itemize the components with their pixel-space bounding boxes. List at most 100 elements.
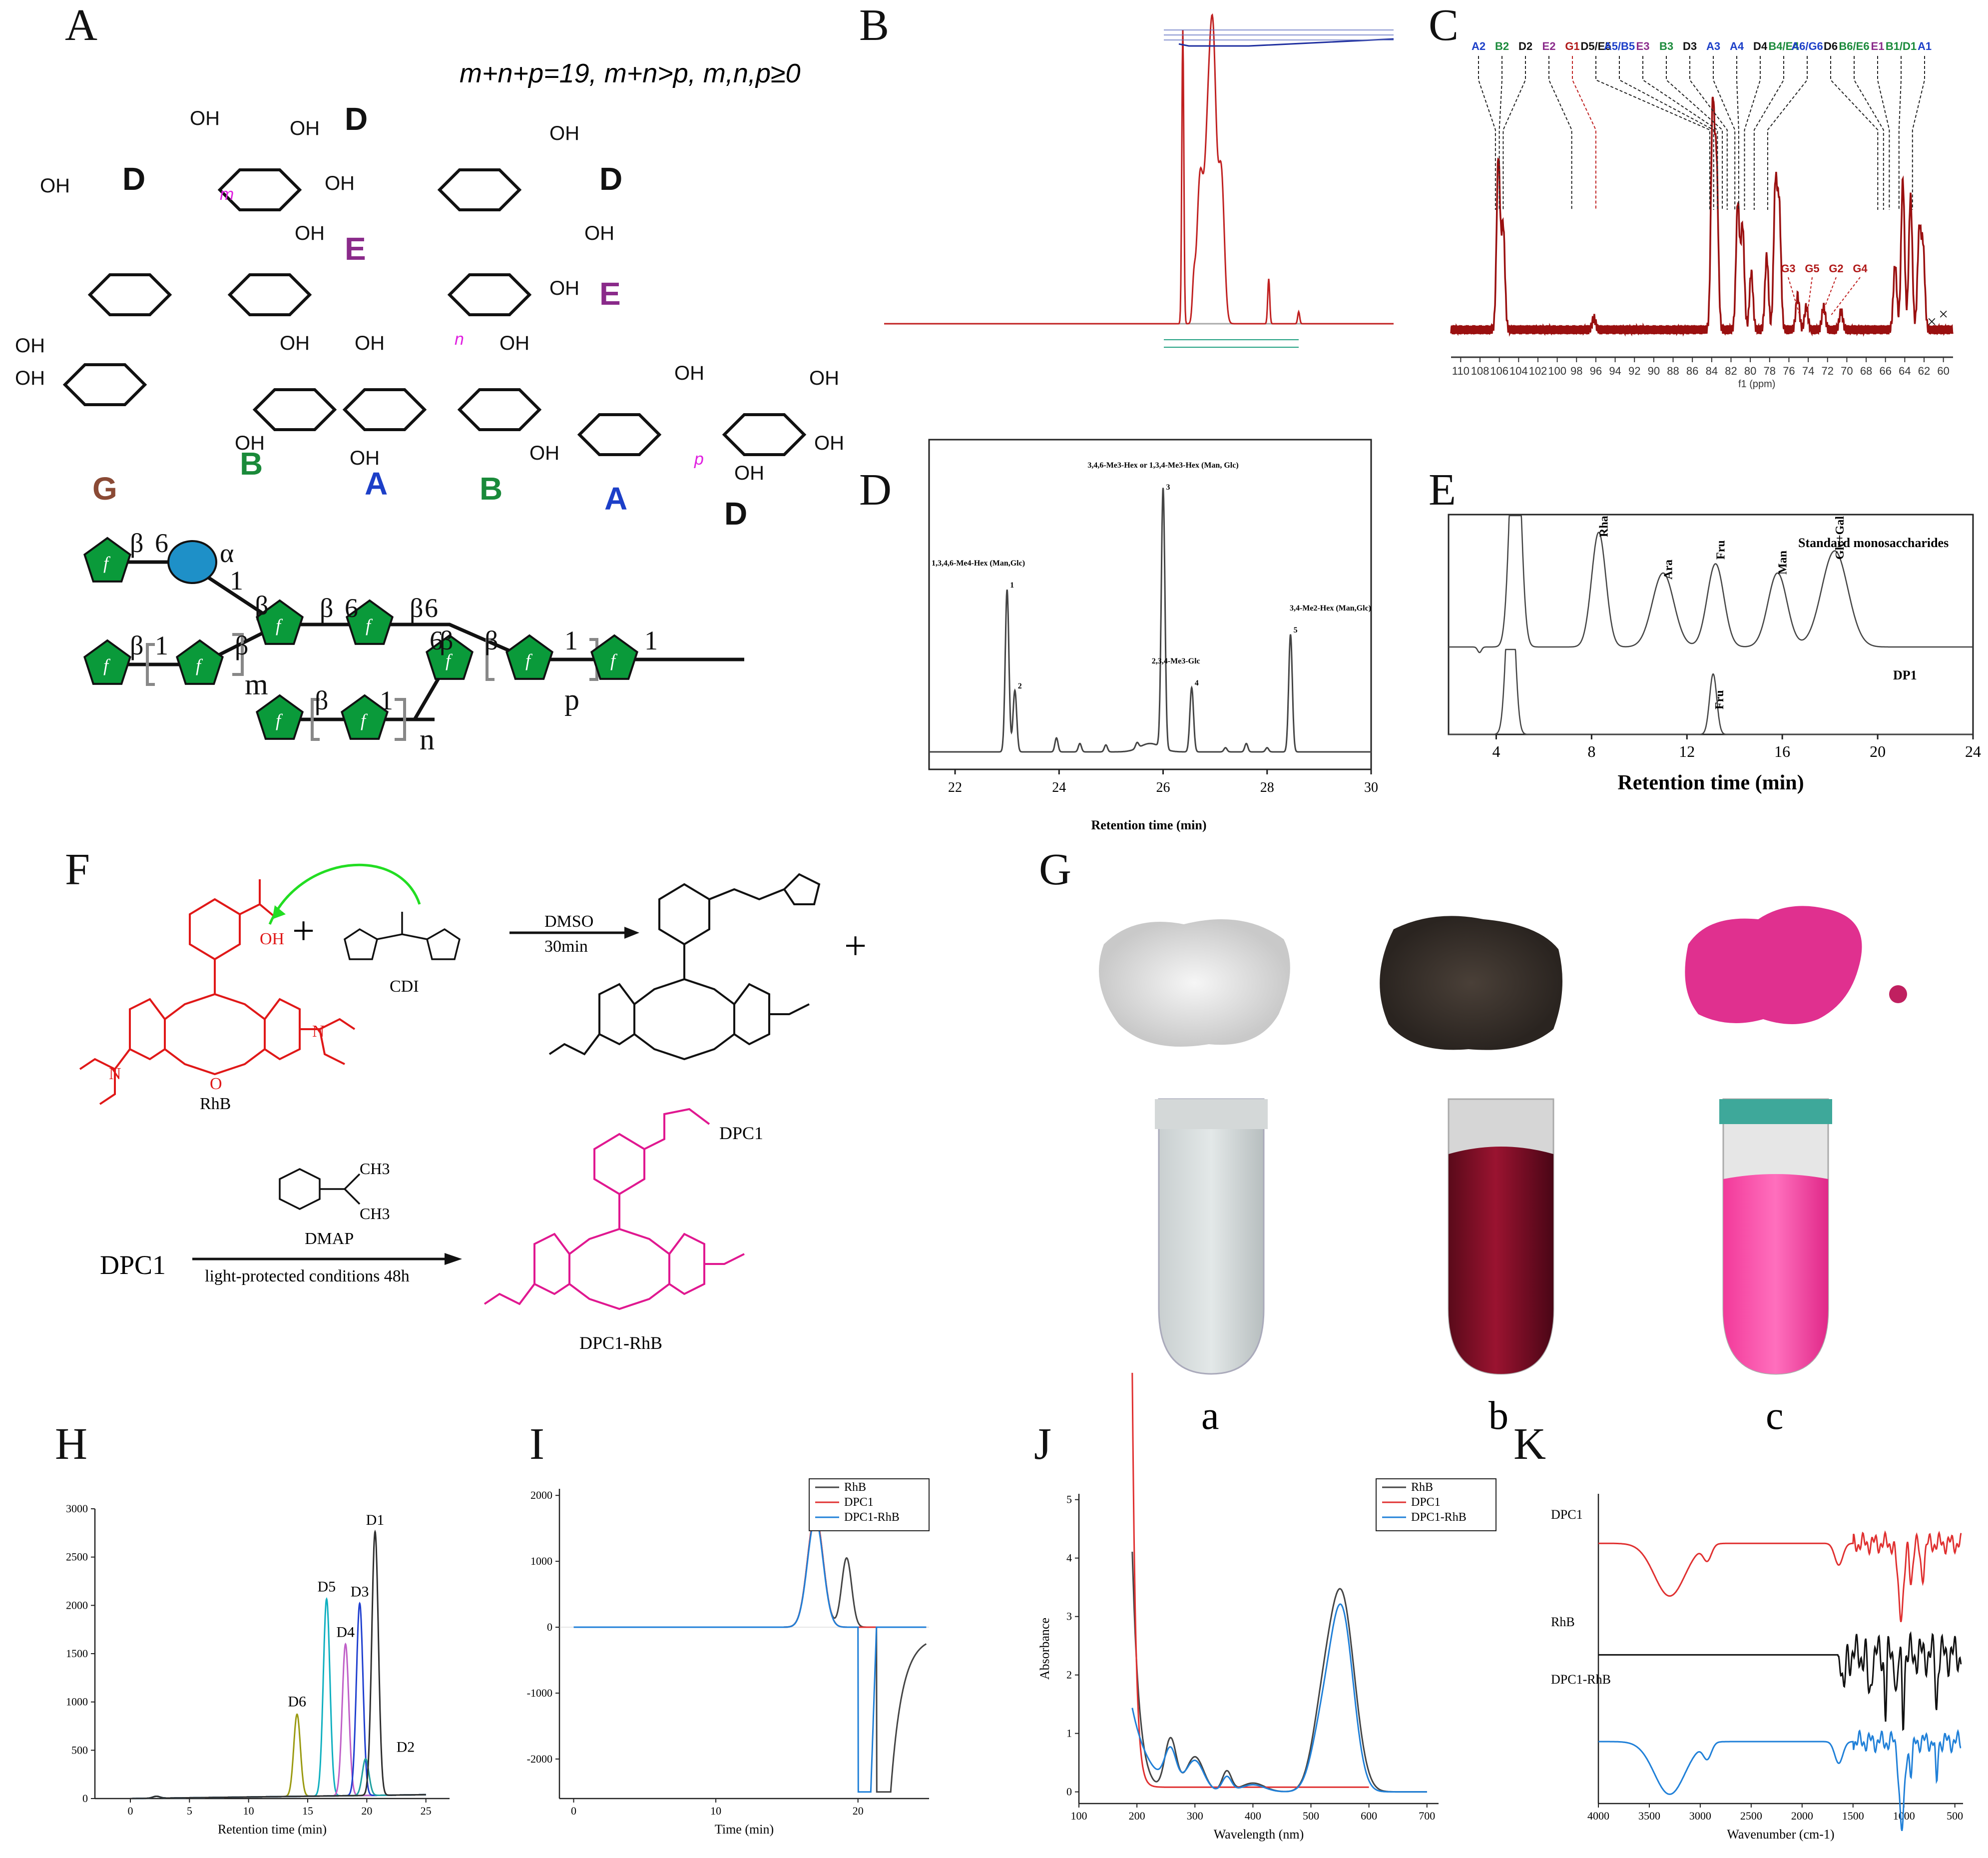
chart-e-tick-label: 12 [1679,742,1695,760]
nmr-c-g-assignment: G3 [1781,262,1795,275]
powder-c-pink [1685,906,1862,1024]
fructose-symbol [505,634,554,680]
nmr-c-assignment: E2 [1542,40,1556,52]
nmr-c-assignment: A5/B5 [1604,40,1635,52]
x-tick-label: 20 [853,1805,864,1817]
pyranose-ring [342,388,427,431]
chart-d-peak-label: 1,3,4,6-Me4-Hex (Man,Glc) [932,559,1025,568]
nmr-c-g-leader [1788,277,1800,315]
hydroxyl-label: OH [809,367,839,389]
pyranose-ring [437,168,522,211]
product-dpc1-tag: DPC1 [719,1123,763,1143]
hydroxyl-label: OH [549,122,579,144]
y-tick-label: -2000 [527,1753,552,1765]
chart-d-peak-label: 3,4-Me2-Hex (Man,Glc) [1290,604,1371,613]
chart-d-x-label: Retention time (min) [1091,818,1206,832]
fructose-symbol [590,634,639,680]
linkage-label: 1 [155,630,168,660]
series-label: DPC1-RhB [1551,1672,1611,1687]
chart-e-tick-label: 4 [1492,742,1500,760]
nucleophile-arrow [268,863,421,925]
series-line [1131,1551,1427,1793]
x-tick-label: 1500 [1842,1810,1864,1822]
nmr-c-assignment: A1 [1918,40,1932,52]
hydroxyl-label: OH [235,432,265,454]
chart-d-peak-number: 3 [1166,483,1170,492]
residue-label: D [599,161,622,197]
nmr-c-leader-line [1767,56,1808,210]
hydroxyl-label: OH [529,442,559,464]
chart-d-peak-number: 1 [1010,581,1014,590]
chart-e-tick-label: 24 [1965,742,1981,760]
y-tick-label: 4 [1066,1552,1072,1564]
nmr-c-tick-label: 104 [1509,365,1528,377]
x-tick-label: 300 [1187,1810,1203,1822]
nmr-c-assignment: D4 [1753,40,1768,52]
nmr-c-assignment: E3 [1636,40,1650,52]
dmap-ch3-bottom: CH3 [360,1205,390,1223]
repeat-index: m [220,185,234,204]
fructose-symbol [175,639,224,685]
nmr-c-g-leader [1821,277,1837,315]
fructose-symbol [255,694,304,740]
y-tick-label: 3000 [66,1502,88,1515]
repeat-constraint: m+n+p=19, m+n>p, m,n,p≥0 [460,58,801,88]
nmr-c-leader-line [1854,56,1884,210]
nmr-c-leader-line [1502,56,1526,210]
nmr-c-g-assignment: G2 [1829,262,1843,275]
nmr-c-g-assignment: G4 [1853,262,1868,275]
x-axis-label: Wavelength (nm) [1214,1827,1304,1842]
pyranose-ring [447,273,532,316]
panel-label-h: H [55,1419,87,1469]
nmr-c-tick-label: 76 [1783,365,1795,377]
series-line [573,1517,927,1793]
y-axis-label: Absorbance [1037,1618,1052,1680]
x-tick-label: 25 [421,1805,432,1817]
x-tick-label: 500 [1303,1810,1319,1822]
fructose-symbol [83,537,132,583]
fructose-symbol [345,599,394,645]
pyranose-ring [457,388,542,431]
residue-label: G [92,471,117,507]
nmr-c-tick-label: 106 [1490,365,1508,377]
anomeric-label: β [315,685,328,715]
series-label: D1 [366,1512,385,1528]
nmr-c-tick-label: 80 [1744,365,1756,377]
anomeric-label: β [320,593,333,623]
pyranose-ring [722,413,807,456]
x-tick-label: 10 [710,1805,721,1817]
nmr-c-g-leader [1807,277,1813,315]
x-axis-label: Wavenumber (cm-1) [1727,1827,1834,1842]
nmr-c-leader-line [1548,56,1572,210]
arrow-head [272,905,286,919]
nmr-c-tick-label: 82 [1725,365,1737,377]
panel-f-scheme: OH O N N RhB + CDI DMSO 30min + [79,863,867,1353]
nmr-c-tick-label: 84 [1706,365,1718,377]
rhb-o-bridge: O [210,1075,222,1093]
series-line [1131,1372,1369,1788]
nmr-c-tick-label: 78 [1764,365,1776,377]
panel-label-d: D [859,465,892,515]
hydroxyl-label: OH [280,332,310,354]
y-tick-label: 500 [71,1744,88,1756]
chart-e-peak-label: Rha [1598,516,1611,537]
x-tick-label: 0 [571,1805,576,1817]
x-tick-label: 500 [1947,1810,1963,1822]
nmr-c-leader-line [1595,56,1710,210]
intermediate-molecule [548,873,821,1061]
fructose-symbol [83,639,132,685]
nmr-c-assignment: D5/E5 [1580,40,1611,52]
nmr-b-integral-labels [1164,339,1299,348]
nmr-c-tick-label: 102 [1529,365,1547,377]
nmr-c-leader-line [1713,56,1736,210]
nmr-c-leader-line [1898,56,1902,210]
chart-e-peak-label: Ara [1662,560,1675,580]
linkage-label: 1 [564,625,578,655]
series-line [130,1529,426,1800]
plus-sign-1: + [292,909,315,953]
chart-d-frame [928,439,1372,770]
